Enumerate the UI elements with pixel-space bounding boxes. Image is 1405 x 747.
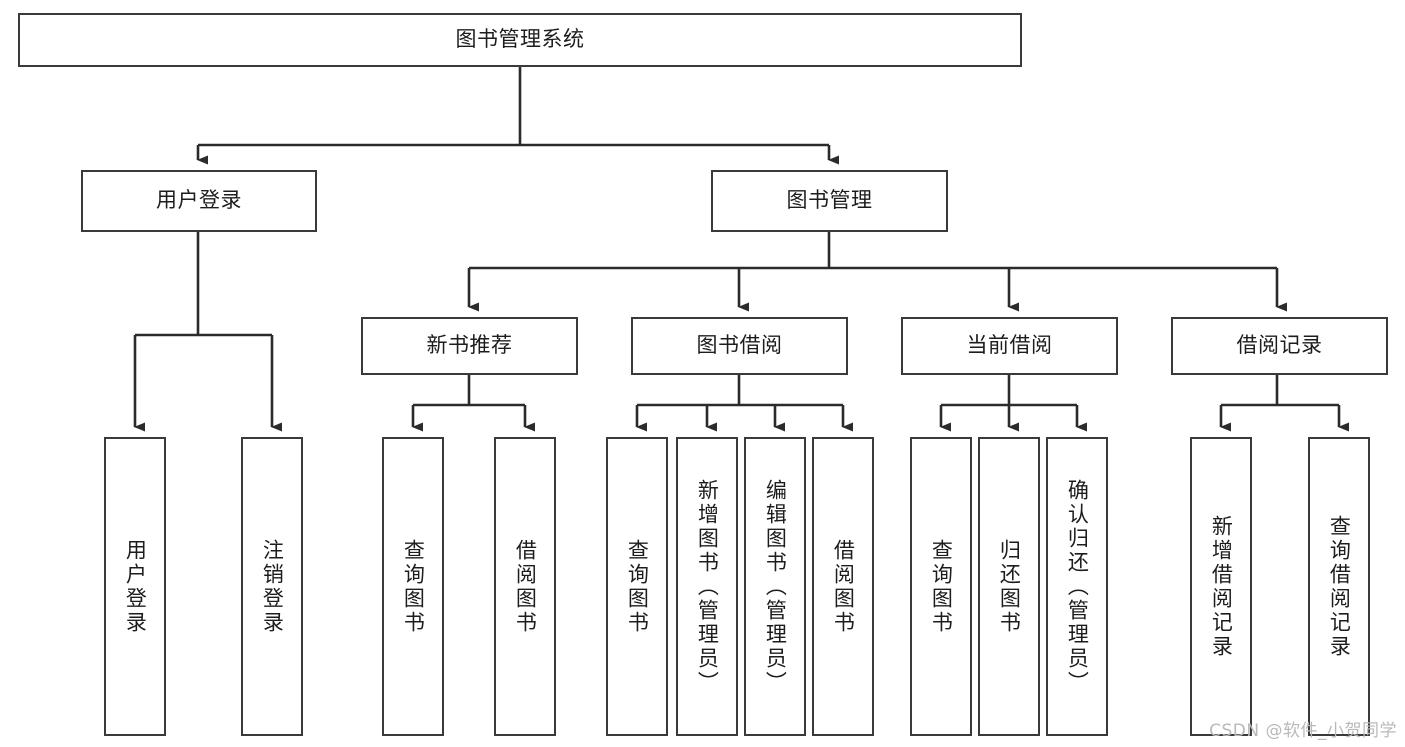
leaf-current-borrow-confirm-return[interactable]: 确认归还（管理员） (1046, 437, 1108, 736)
leaf-current-borrow-query-label: 查询图书 (929, 538, 954, 635)
leaf-user-login-logout[interactable]: 注销登录 (241, 437, 303, 736)
leaf-borrow-record-query-label: 查询借阅记录 (1327, 514, 1352, 659)
leaf-book-borrow-add[interactable]: 新增图书（管理员） (676, 437, 738, 736)
leaf-current-borrow-return[interactable]: 归还图书 (978, 437, 1040, 736)
node-borrow-record-label: 借阅记录 (1236, 333, 1323, 358)
node-new-book-recommend[interactable]: 新书推荐 (361, 317, 578, 375)
leaf-new-book-query-label: 查询图书 (401, 538, 426, 635)
leaf-new-book-query[interactable]: 查询图书 (382, 437, 444, 736)
leaf-borrow-record-add-label: 新增借阅记录 (1209, 514, 1234, 659)
node-root-system[interactable]: 图书管理系统 (18, 13, 1022, 67)
leaf-new-book-borrow-label: 借阅图书 (513, 538, 538, 635)
leaf-current-borrow-confirm-return-label: 确认归还（管理员） (1065, 478, 1090, 695)
node-book-management[interactable]: 图书管理 (711, 170, 948, 232)
leaf-current-borrow-query[interactable]: 查询图书 (910, 437, 972, 736)
leaf-user-login-login-label: 用户登录 (123, 538, 148, 635)
watermark-text: CSDN @软件_小贺同学 (1209, 721, 1397, 741)
node-new-book-recommend-label: 新书推荐 (426, 333, 513, 358)
leaf-borrow-record-add[interactable]: 新增借阅记录 (1190, 437, 1252, 736)
leaf-borrow-record-query[interactable]: 查询借阅记录 (1308, 437, 1370, 736)
node-book-management-label: 图书管理 (786, 188, 873, 213)
node-user-login[interactable]: 用户登录 (81, 170, 317, 232)
node-current-borrow-label: 当前借阅 (966, 333, 1053, 358)
leaf-book-borrow-borrow[interactable]: 借阅图书 (812, 437, 874, 736)
leaf-book-borrow-edit-label: 编辑图书（管理员） (763, 478, 788, 695)
node-borrow-record[interactable]: 借阅记录 (1171, 317, 1388, 375)
leaf-book-borrow-edit[interactable]: 编辑图书（管理员） (744, 437, 806, 736)
leaf-user-login-logout-label: 注销登录 (260, 538, 285, 635)
node-user-login-label: 用户登录 (156, 188, 242, 213)
node-current-borrow[interactable]: 当前借阅 (901, 317, 1118, 375)
leaf-book-borrow-add-label: 新增图书（管理员） (695, 478, 720, 695)
node-book-borrow[interactable]: 图书借阅 (631, 317, 848, 375)
leaf-current-borrow-return-label: 归还图书 (997, 538, 1022, 635)
leaf-new-book-borrow[interactable]: 借阅图书 (494, 437, 556, 736)
leaf-book-borrow-query-label: 查询图书 (625, 538, 650, 635)
leaf-book-borrow-borrow-label: 借阅图书 (831, 538, 856, 635)
node-book-borrow-label: 图书借阅 (696, 333, 783, 358)
node-root-system-label: 图书管理系统 (455, 27, 585, 52)
leaf-book-borrow-query[interactable]: 查询图书 (606, 437, 668, 736)
leaf-user-login-login[interactable]: 用户登录 (104, 437, 166, 736)
